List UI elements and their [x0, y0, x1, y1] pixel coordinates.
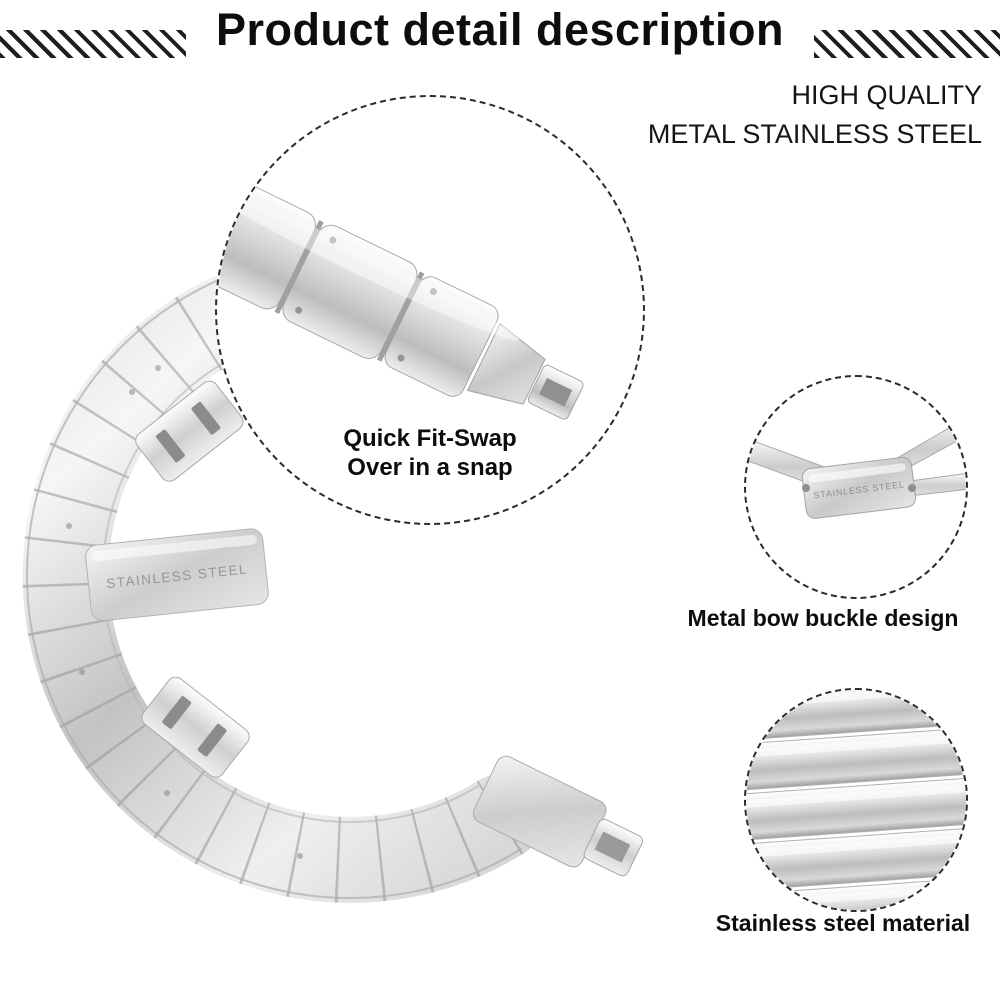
- quality-claim: HIGH QUALITY METAL STAINLESS STEEL: [648, 76, 982, 154]
- zoom-callout-material: [744, 688, 968, 912]
- band-clasp: STAINLESS STEEL: [85, 528, 269, 622]
- quality-line-2: METAL STAINLESS STEEL: [647, 119, 982, 150]
- magnified-links: [746, 690, 966, 910]
- clasp-arm-bottom: [141, 676, 250, 778]
- zoom-callout-buckle: STAINLESS STEEL: [744, 375, 968, 599]
- callout-label-material: Stainless steel material: [715, 910, 971, 936]
- page-title: Product detail description: [185, 2, 815, 58]
- clasp-arm-top: [135, 380, 244, 482]
- quality-line-1: HIGH QUALITY: [791, 80, 982, 110]
- magnified-buckle: STAINLESS STEEL: [747, 417, 966, 519]
- callout-label-buckle: Metal bow buckle design: [687, 605, 959, 631]
- header: Product detail description: [0, 2, 1000, 58]
- callout-label-quick-fit: Quick Fit-Swap Over in a snap: [215, 424, 645, 483]
- magnified-band-end: [217, 175, 584, 420]
- quick-fit-line-1: Quick Fit-Swap: [343, 425, 517, 452]
- zoom-callout-quick-fit: [215, 95, 645, 525]
- band-end-connector: [472, 755, 644, 877]
- quick-fit-line-2: Over in a snap: [347, 454, 513, 482]
